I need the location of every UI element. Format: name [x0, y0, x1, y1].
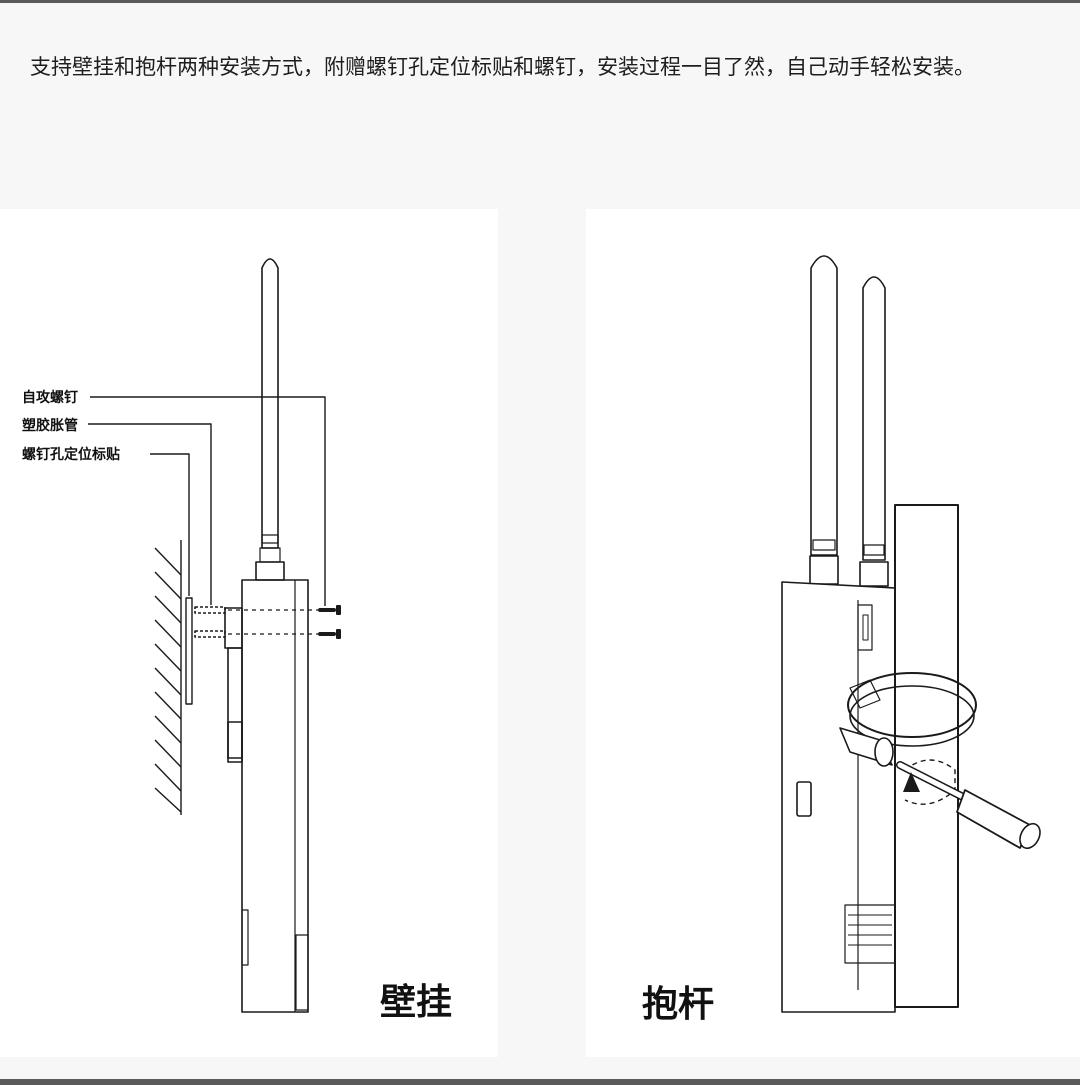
hose-clamp — [847, 672, 977, 738]
screw — [318, 605, 341, 639]
leader-screw — [90, 396, 326, 606]
callout-plastic-anchor: 塑胶胀管 — [22, 418, 78, 434]
pole-mount-caption: 抱杆 — [642, 984, 715, 1025]
callout-self-tapping-screw: 自攻螺钉 — [22, 390, 78, 406]
callout-locating-sticker: 螺钉孔定位标贴 — [22, 447, 120, 463]
wall-hatch — [154, 540, 182, 815]
plastic-anchor — [194, 606, 226, 614]
leader-sticker — [150, 453, 190, 596]
locating-sticker — [185, 597, 193, 705]
top-rule — [0, 0, 1080, 3]
intro-text: 支持壁挂和抱杆两种安装方式，附赠螺钉孔定位标贴和螺钉，安装过程一目了然，自己动手… — [30, 55, 975, 79]
pole — [894, 504, 959, 1008]
bottom-rule — [0, 1079, 1080, 1085]
plastic-anchor — [194, 630, 226, 638]
antenna — [862, 276, 886, 561]
wall-mount-illustration — [88, 258, 341, 1013]
antenna — [261, 258, 279, 549]
intro-band — [0, 3, 1080, 209]
device-body — [781, 581, 896, 1013]
pole-mount-illustration — [781, 255, 1041, 1013]
leader-anchor — [88, 423, 212, 605]
device-body — [241, 579, 309, 1013]
antenna — [810, 255, 838, 556]
rotation-arrow — [903, 772, 920, 792]
wall-mount-caption: 壁挂 — [380, 982, 453, 1023]
wall-mount-panel — [0, 209, 498, 1057]
